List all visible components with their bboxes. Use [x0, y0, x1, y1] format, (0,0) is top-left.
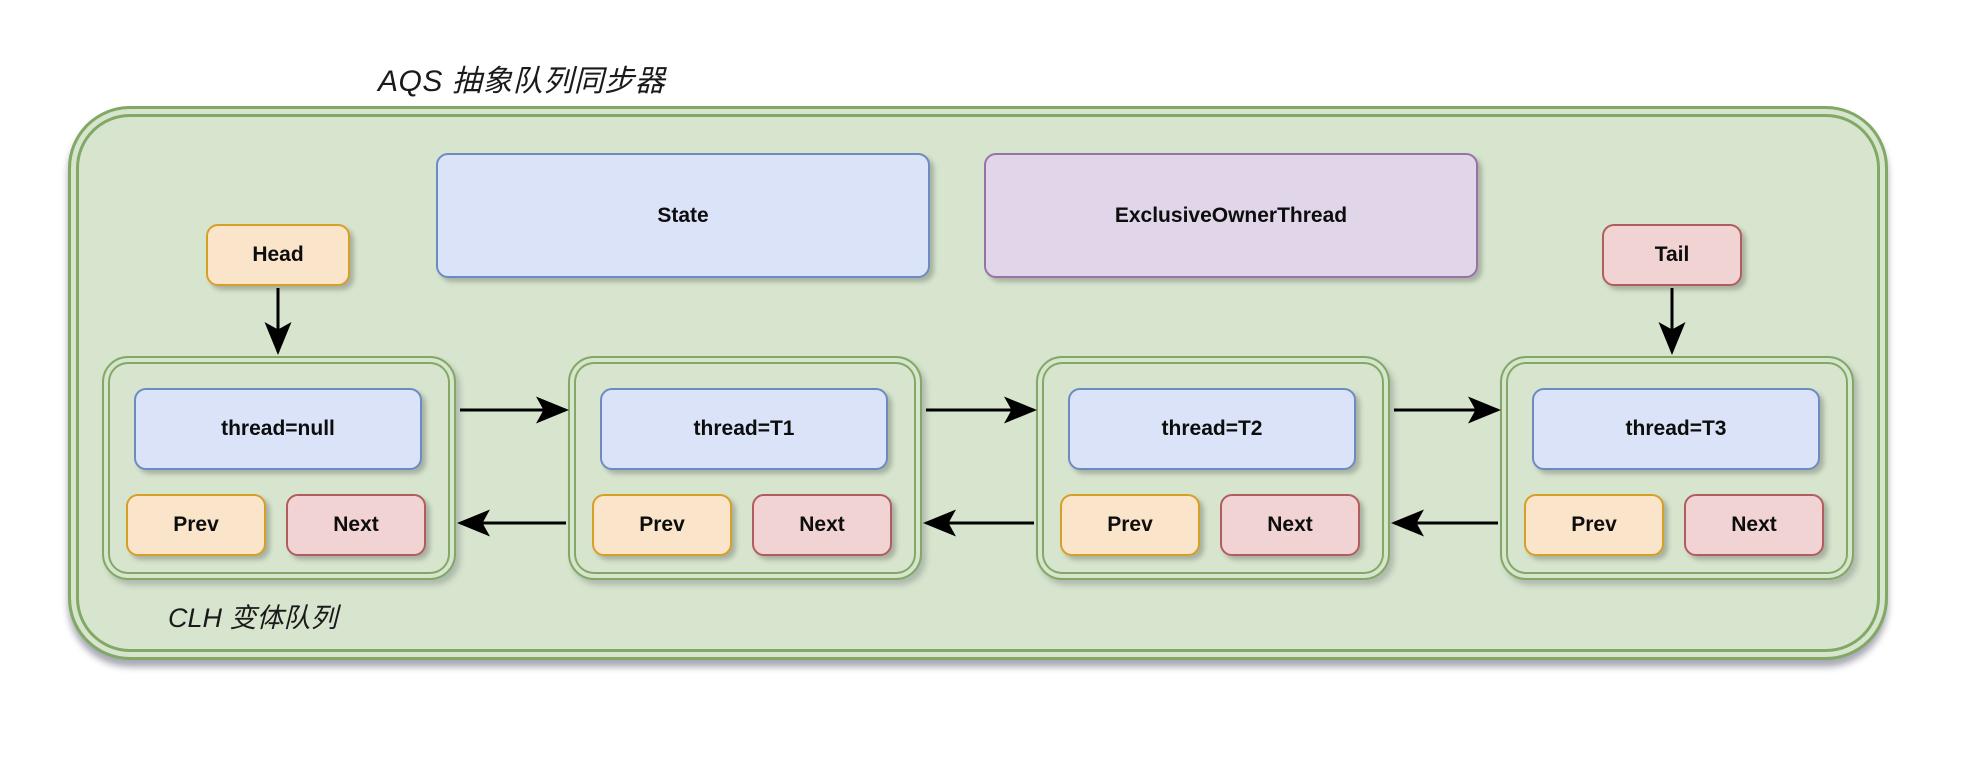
node-2-thread-label: thread=T2	[1161, 417, 1263, 440]
node-1-prev-box[interactable]: Prev	[592, 494, 732, 556]
tail-pointer-label: Tail	[1654, 243, 1690, 266]
node-1-thread-box[interactable]: thread=T1	[600, 388, 888, 470]
node-1-prev-label: Prev	[639, 513, 685, 536]
exclusive-owner-thread-box[interactable]: ExclusiveOwnerThread	[984, 153, 1478, 278]
clh-node-2: thread=T2 Prev Next	[1036, 356, 1390, 580]
node-0-next-box[interactable]: Next	[286, 494, 426, 556]
node-0-thread-label: thread=null	[221, 417, 335, 440]
node-1-next-label: Next	[799, 513, 845, 536]
head-pointer-label: Head	[252, 243, 304, 266]
node-0-thread-box[interactable]: thread=null	[134, 388, 422, 470]
node-3-next-label: Next	[1731, 513, 1777, 536]
node-2-next-box[interactable]: Next	[1220, 494, 1360, 556]
node-0-next-label: Next	[333, 513, 379, 536]
node-2-prev-box[interactable]: Prev	[1060, 494, 1200, 556]
tail-pointer-box[interactable]: Tail	[1602, 224, 1742, 286]
head-pointer-box[interactable]: Head	[206, 224, 350, 286]
exclusive-owner-thread-label: ExclusiveOwnerThread	[1114, 203, 1348, 227]
state-field-label: State	[657, 203, 709, 227]
node-0-prev-box[interactable]: Prev	[126, 494, 266, 556]
node-2-prev-label: Prev	[1107, 513, 1153, 536]
clh-node-3: thread=T3 Prev Next	[1500, 356, 1854, 580]
clh-node-1: thread=T1 Prev Next	[568, 356, 922, 580]
node-3-thread-box[interactable]: thread=T3	[1532, 388, 1820, 470]
diagram-title: AQS 抽象队列同步器	[378, 65, 666, 98]
node-1-next-box[interactable]: Next	[752, 494, 892, 556]
node-3-prev-box[interactable]: Prev	[1524, 494, 1664, 556]
node-2-next-label: Next	[1267, 513, 1313, 536]
node-2-thread-box[interactable]: thread=T2	[1068, 388, 1356, 470]
clh-queue-label: CLH 变体队列	[168, 603, 338, 633]
node-3-thread-label: thread=T3	[1625, 417, 1727, 440]
state-field-box[interactable]: State	[436, 153, 930, 278]
clh-node-0: thread=null Prev Next	[102, 356, 456, 580]
node-3-next-box[interactable]: Next	[1684, 494, 1824, 556]
node-0-prev-label: Prev	[173, 513, 219, 536]
node-3-prev-label: Prev	[1571, 513, 1617, 536]
node-1-thread-label: thread=T1	[693, 417, 795, 440]
